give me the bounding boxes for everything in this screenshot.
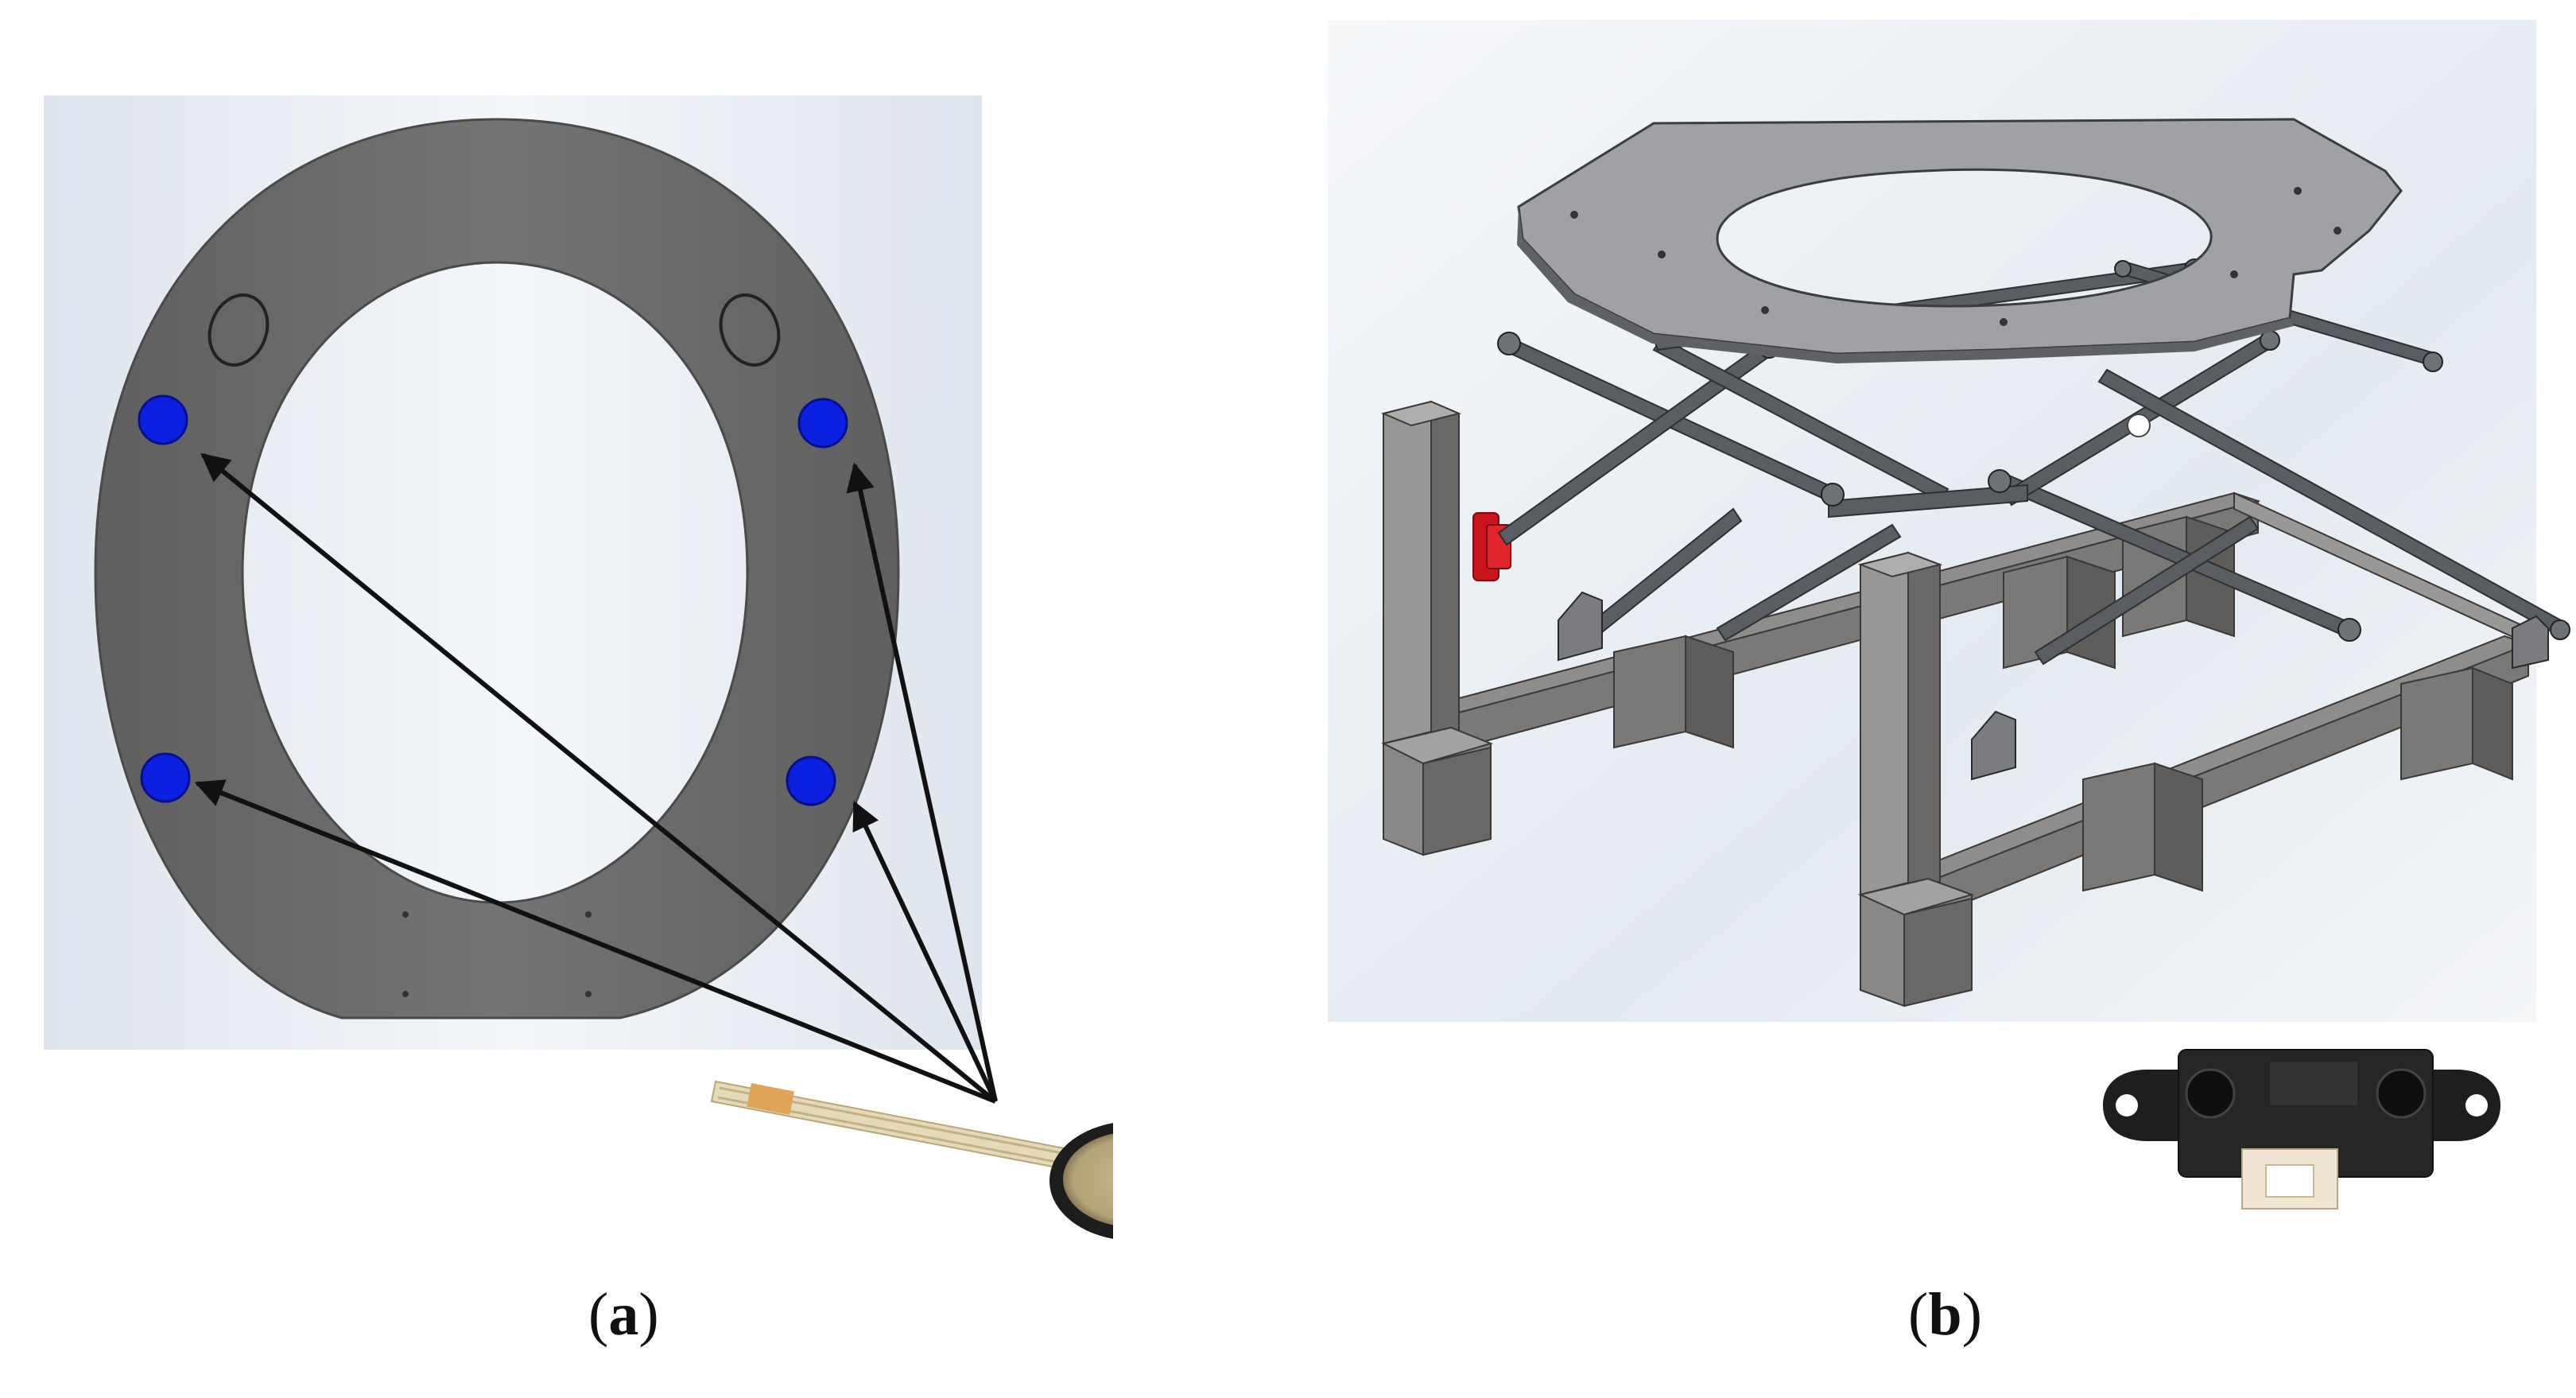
arrow-to-bottom-right	[852, 800, 998, 1103]
foot-plate-diagram	[44, 95, 1113, 1239]
hinge-brackets	[1558, 591, 2549, 781]
ir-distance-sensor-icon	[2103, 1049, 2500, 1210]
mounting-hole-right	[719, 293, 781, 367]
caption-b-letter: b	[1928, 1281, 1962, 1348]
small-hole	[585, 991, 592, 997]
pressure-sensor-top-right	[797, 398, 848, 449]
panel-a-foot-plate	[0, 0, 1113, 1272]
force-sensitive-resistor-icon	[710, 1080, 1113, 1239]
scissor-lift-diagram	[1328, 20, 2570, 1210]
mounting-hole-left	[208, 293, 270, 367]
panel-b-lift-mechanism	[1320, 0, 2576, 1272]
pointer-arrows	[194, 452, 998, 1104]
caption-a-letter: a	[608, 1281, 639, 1348]
arrow-to-bottom-left	[194, 779, 997, 1104]
pressure-sensor-top-left	[138, 394, 188, 445]
caption-b: (b)	[1908, 1280, 1982, 1349]
ball-joint	[2127, 414, 2151, 437]
small-hole	[402, 911, 409, 918]
top-plate	[1517, 118, 2403, 363]
pressure-sensor-bottom-left	[140, 752, 191, 803]
small-hole	[585, 911, 592, 918]
right-post	[1857, 551, 1975, 1008]
caption-b-close: )	[1961, 1281, 1982, 1348]
small-hole	[402, 991, 409, 997]
caption-a-close: )	[638, 1281, 659, 1348]
arrow-to-top-left	[200, 452, 997, 1104]
scissor-linkage	[1497, 261, 2570, 666]
caption-a-open: (	[588, 1281, 609, 1348]
pressure-sensor-bottom-right	[786, 755, 836, 806]
arrow-to-top-right	[846, 462, 998, 1102]
caption-b-open: (	[1908, 1281, 1929, 1348]
caption-a: (a)	[588, 1280, 659, 1349]
left-post	[1380, 400, 1494, 856]
